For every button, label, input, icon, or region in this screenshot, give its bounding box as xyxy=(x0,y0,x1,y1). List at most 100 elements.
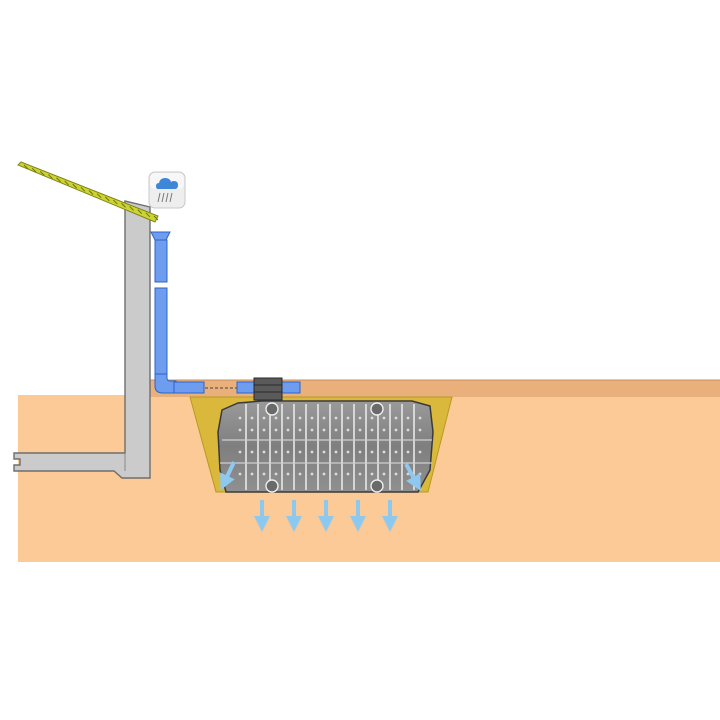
roof xyxy=(17,161,159,223)
tank-dot xyxy=(298,472,302,476)
tank-dot xyxy=(406,450,410,454)
tank-port xyxy=(265,402,279,416)
tank-dot xyxy=(406,428,410,432)
roof-tick xyxy=(96,193,102,199)
roof-tick xyxy=(31,167,37,173)
tank-dot xyxy=(262,428,266,432)
tank-dot xyxy=(394,450,398,454)
roof-tick xyxy=(104,196,110,202)
infiltration-arrow-left xyxy=(220,461,236,491)
downpipe-elbow xyxy=(154,373,177,394)
tank-dot xyxy=(382,450,386,454)
tank-dot xyxy=(238,472,242,476)
tank-dot xyxy=(358,450,362,454)
tank-dot xyxy=(262,472,266,476)
foundation xyxy=(13,200,151,479)
tank-dot xyxy=(322,416,326,420)
infiltration-arrows xyxy=(220,461,421,532)
roof-tick xyxy=(23,164,29,170)
rain-cloud-icon xyxy=(148,171,186,209)
downpipe-upper xyxy=(154,239,168,283)
tank-port xyxy=(370,479,384,493)
tank-dot xyxy=(418,416,422,420)
tank-dot xyxy=(418,472,422,476)
tank-dot xyxy=(238,428,242,432)
roof-tick xyxy=(64,180,69,186)
tank-dot xyxy=(358,428,362,432)
roof-slope xyxy=(17,161,159,223)
tank-dot xyxy=(370,428,374,432)
tank-dot xyxy=(334,428,338,432)
tank-dot xyxy=(418,450,422,454)
tank-dot xyxy=(262,416,266,420)
tank-dot xyxy=(310,428,314,432)
house-wall xyxy=(13,200,151,479)
tank-dot xyxy=(238,416,242,420)
tank-dot xyxy=(394,428,398,432)
tank-dot xyxy=(346,428,350,432)
roof-tick xyxy=(129,206,134,211)
tank-dot xyxy=(298,416,302,420)
tank-dot xyxy=(310,472,314,476)
tank-dot xyxy=(322,472,326,476)
tank-dot xyxy=(418,428,422,432)
tank-dot xyxy=(382,416,386,420)
roof-tick xyxy=(137,209,143,214)
roof-tick xyxy=(153,215,159,221)
tank-dot xyxy=(286,450,290,454)
tank-dot xyxy=(334,416,338,420)
tank-inlet-fitting xyxy=(236,377,301,401)
tank-dot xyxy=(334,472,338,476)
roof-tick xyxy=(121,202,126,208)
roof-tick xyxy=(113,199,118,205)
tank-dot xyxy=(298,428,302,432)
tank-dot xyxy=(250,472,254,476)
tank-dot xyxy=(370,472,374,476)
tank-dot xyxy=(358,416,362,420)
tank-body xyxy=(217,400,434,493)
infiltration-arrow-right xyxy=(404,463,421,492)
tank-dot xyxy=(310,450,314,454)
tank-dot xyxy=(250,428,254,432)
tank-dot xyxy=(274,450,278,454)
tank-dot xyxy=(346,416,350,420)
tank-dot xyxy=(406,416,410,420)
tank-dot xyxy=(286,416,290,420)
tank-dot xyxy=(262,450,266,454)
tank-dot xyxy=(394,416,398,420)
roof-tick xyxy=(88,190,94,195)
tank-dot xyxy=(370,416,374,420)
tank-dome xyxy=(253,377,283,401)
tank-dot xyxy=(334,450,338,454)
tank-dot xyxy=(274,416,278,420)
roof-tick xyxy=(48,174,53,179)
tank-dot xyxy=(346,472,350,476)
gutter-funnel xyxy=(150,231,171,241)
tank-dot xyxy=(274,472,278,476)
tank-dot xyxy=(250,416,254,420)
roof-tick xyxy=(72,183,78,189)
tank-dot xyxy=(310,416,314,420)
tank-dot xyxy=(382,428,386,432)
tank-dot xyxy=(358,472,362,476)
inlet-pipe xyxy=(173,381,205,394)
infiltration-tank xyxy=(217,400,434,493)
roof-tick xyxy=(56,177,61,183)
tank-dot xyxy=(322,428,326,432)
tank-dot xyxy=(382,472,386,476)
tank-dot xyxy=(322,450,326,454)
tank-dot xyxy=(286,428,290,432)
tank-port xyxy=(265,479,279,493)
downpipe xyxy=(150,231,237,394)
downpipe-lower xyxy=(154,287,168,377)
tank-dot xyxy=(346,450,350,454)
tank-dot xyxy=(250,450,254,454)
tank-dot xyxy=(238,450,242,454)
roof-tick xyxy=(39,171,45,176)
roof-tick xyxy=(80,186,86,192)
tank-dot xyxy=(394,472,398,476)
tank-dot xyxy=(298,450,302,454)
tank-dot xyxy=(370,450,374,454)
tank-dot xyxy=(286,472,290,476)
